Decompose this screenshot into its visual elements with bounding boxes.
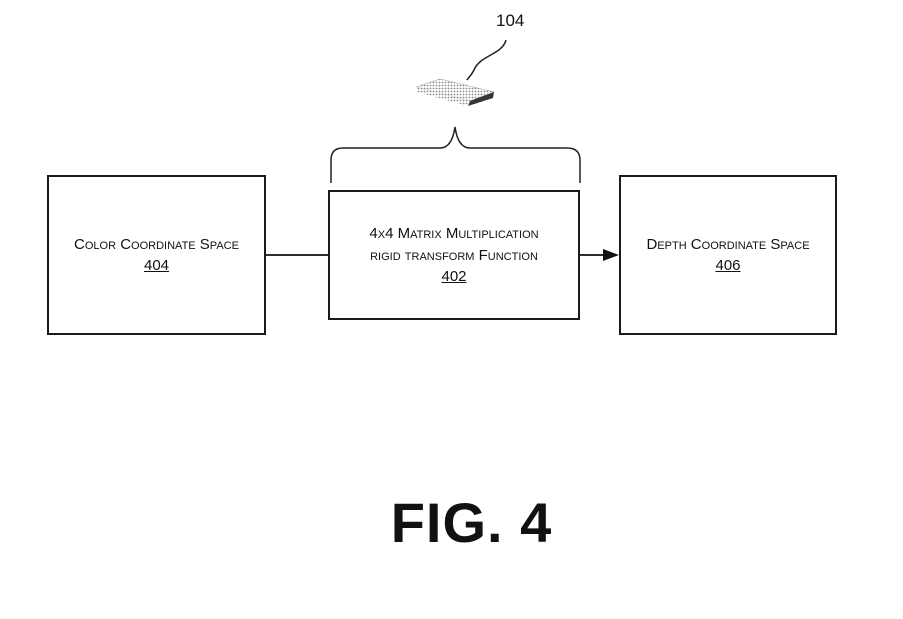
depth-coordinate-space-block: Depth Coordinate Space 406 xyxy=(619,175,837,335)
rigid-transform-function-block: 4x4 Matrix Multiplication rigid transfor… xyxy=(328,190,580,320)
block-ref: 404 xyxy=(143,257,170,274)
leader-line xyxy=(466,39,507,81)
brace xyxy=(330,126,581,183)
color-coordinate-space-block: Color Coordinate Space 404 xyxy=(47,175,266,335)
figure-caption: FIG. 4 xyxy=(390,491,553,554)
block-ref: 402 xyxy=(441,268,467,285)
device-ref-label: 104 xyxy=(496,11,525,30)
block-label-line1: 4x4 Matrix Multiplication xyxy=(369,225,539,242)
sensor-device-icon xyxy=(415,78,495,106)
block-ref: 406 xyxy=(715,257,741,274)
block-label: Depth Coordinate Space xyxy=(646,236,810,253)
block-label-line2: rigid transform Function xyxy=(370,247,538,264)
block-label: Color Coordinate Space xyxy=(74,236,239,253)
arrowhead-icon xyxy=(603,249,619,261)
